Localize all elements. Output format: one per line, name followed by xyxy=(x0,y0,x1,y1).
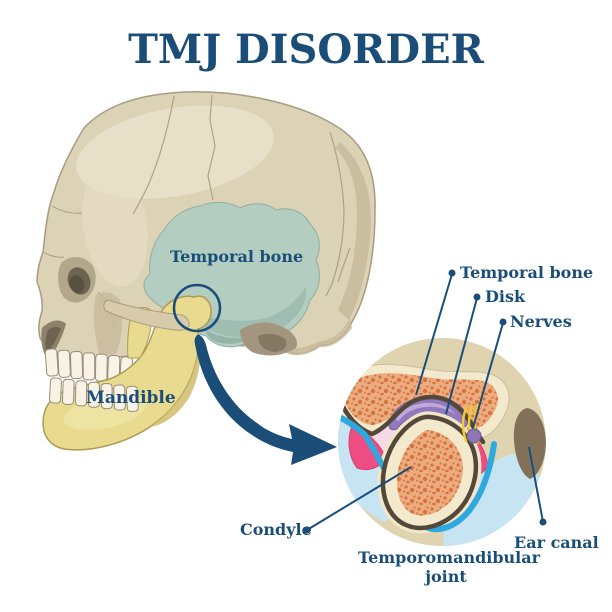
leader-dot-condyle xyxy=(303,526,311,534)
zygomatic-arch xyxy=(103,299,190,331)
joint-cavity-lower xyxy=(443,453,540,546)
condyle xyxy=(380,414,479,531)
magnify-arrow xyxy=(194,334,337,465)
ear-canal xyxy=(513,408,546,479)
tooth xyxy=(82,352,96,381)
tooth xyxy=(94,353,108,382)
mastoid-shading xyxy=(252,318,352,356)
temporal-inner-shading xyxy=(190,286,307,338)
mastoid-process-dark xyxy=(258,333,287,352)
tooth xyxy=(100,383,113,410)
tooth xyxy=(57,349,71,378)
leader-dot-nerves xyxy=(499,318,507,326)
tooth xyxy=(70,351,84,380)
tooth xyxy=(61,378,75,405)
nerve-bundle xyxy=(466,428,482,444)
tooth xyxy=(74,380,88,407)
occipital-shading xyxy=(335,142,371,320)
skull-illustration xyxy=(36,91,376,451)
disk-highlight xyxy=(396,402,456,421)
label-joint-temporal-bone: Temporal bone xyxy=(460,263,594,282)
lower-teeth xyxy=(49,377,139,412)
tooth xyxy=(113,384,126,411)
label-skull-temporal-bone: Temporal bone xyxy=(170,247,304,266)
ramus-shading xyxy=(150,329,202,427)
tooth xyxy=(125,385,139,412)
tmj-circle-annotation xyxy=(172,283,222,333)
forehead-highlight xyxy=(82,163,148,287)
leader-dot-ear xyxy=(539,518,547,526)
temporal-dark-patch xyxy=(206,330,252,344)
leader-dot-disk xyxy=(473,293,481,301)
leader-dot-temporal xyxy=(448,269,456,277)
condyle-spongy-bone xyxy=(397,430,463,516)
page-title: TMJ DISORDER xyxy=(128,26,484,73)
eye-socket xyxy=(58,257,96,303)
label-joint-disk: Disk xyxy=(485,287,526,306)
nerves xyxy=(461,403,482,445)
label-joint-caption: Temporomandibular joint xyxy=(358,548,541,587)
label-joint-nerves: Nerves xyxy=(510,312,572,331)
tooth xyxy=(44,348,59,377)
label-joint-condyle: Condyle xyxy=(240,520,312,539)
suture-lines xyxy=(132,94,351,297)
leader-lines xyxy=(303,269,547,534)
label-skull-mandible: Mandible xyxy=(86,388,176,408)
tooth xyxy=(49,377,62,404)
joint-detail-circle xyxy=(338,338,546,546)
tooth xyxy=(87,381,100,408)
upper-teeth xyxy=(44,348,133,385)
label-joint-ear-canal: Ear canal xyxy=(514,533,599,552)
